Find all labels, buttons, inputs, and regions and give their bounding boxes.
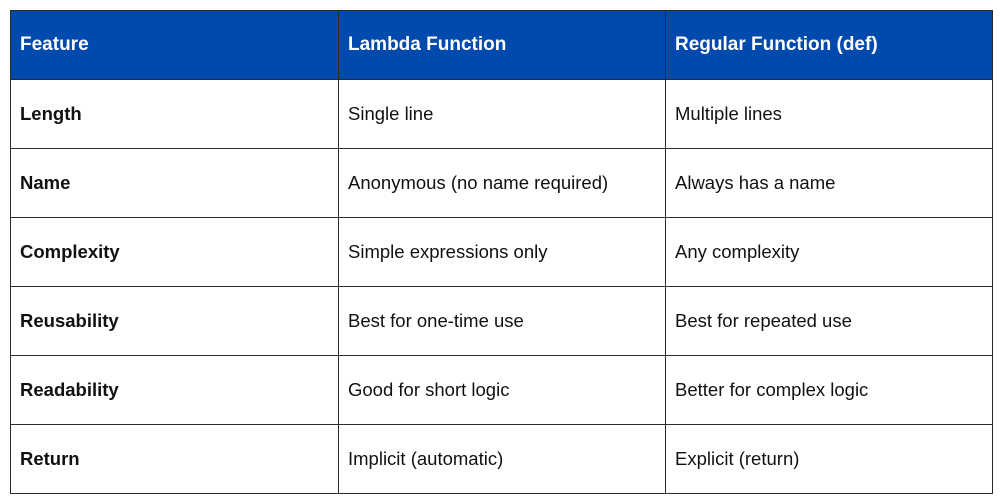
regular-cell: Any complexity [665,217,993,287]
feature-cell: Return [10,424,339,494]
feature-cell: Complexity [10,217,339,287]
feature-cell: Reusability [10,286,339,356]
lambda-cell: Single line [338,79,666,149]
regular-cell: Multiple lines [665,79,993,149]
lambda-cell: Best for one-time use [338,286,666,356]
regular-cell: Explicit (return) [665,424,993,494]
comparison-table: Feature Lambda Function Regular Function… [10,10,993,494]
header-row: Feature Lambda Function Regular Function… [10,10,993,80]
feature-cell: Length [10,79,339,149]
regular-cell: Always has a name [665,148,993,218]
regular-cell: Best for repeated use [665,286,993,356]
lambda-cell: Simple expressions only [338,217,666,287]
regular-cell: Better for complex logic [665,355,993,425]
header-lambda: Lambda Function [338,10,666,80]
feature-cell: Readability [10,355,339,425]
feature-cell: Name [10,148,339,218]
header-feature: Feature [10,10,339,80]
lambda-cell: Anonymous (no name required) [338,148,666,218]
header-regular: Regular Function (def) [665,10,993,80]
lambda-cell: Implicit (automatic) [338,424,666,494]
lambda-cell: Good for short logic [338,355,666,425]
